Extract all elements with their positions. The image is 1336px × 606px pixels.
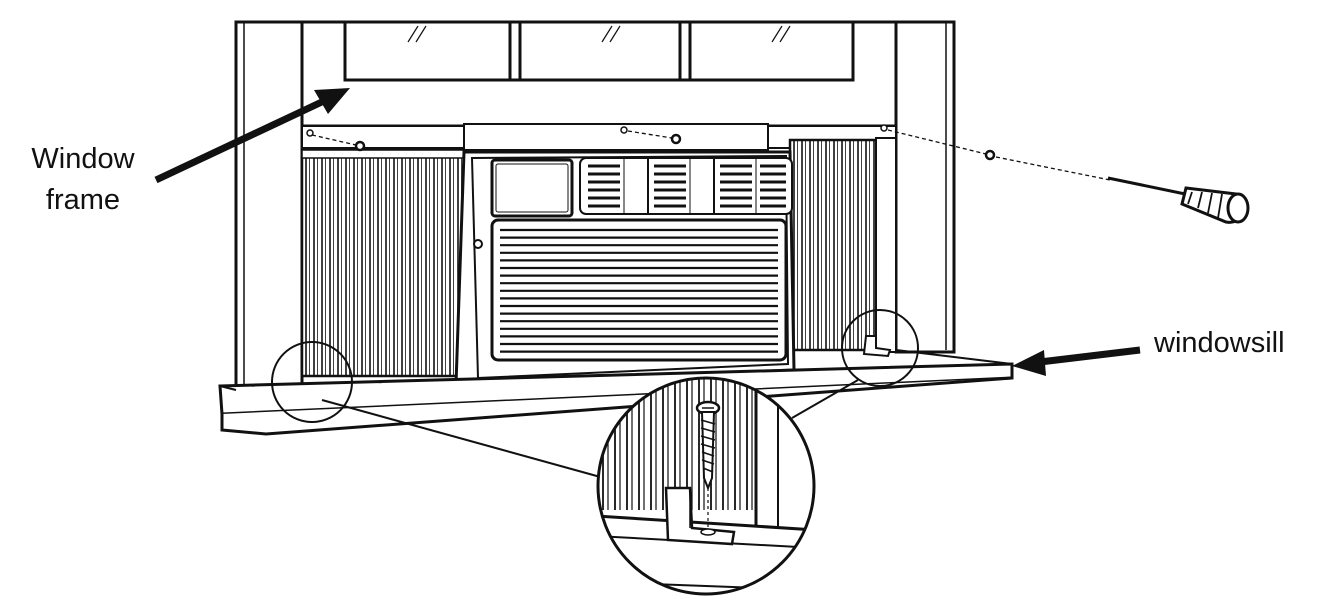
zoom-detail [596, 376, 816, 596]
air-conditioner-unit [454, 150, 796, 386]
top-vent-grid [579, 157, 793, 215]
screw-icon [306, 124, 996, 161]
side-panel-right [788, 137, 898, 353]
label-window-frame-line1: Window [31, 143, 135, 175]
label-window-frame: Window frame [18, 139, 148, 221]
detail-callout-right [841, 309, 919, 387]
side-panel-left [300, 148, 466, 378]
window-casing [234, 20, 956, 394]
callout-arrow-windowsill [1012, 346, 1141, 376]
callout-arrow-window-frame [154, 88, 350, 184]
detail-callout-left [271, 341, 353, 423]
label-window-frame-line2: frame [45, 184, 121, 216]
label-windowsill: windowsill [1154, 327, 1285, 359]
screwdriver-icon [1107, 176, 1250, 224]
windowsill [218, 349, 1014, 436]
window-frame [300, 20, 898, 151]
